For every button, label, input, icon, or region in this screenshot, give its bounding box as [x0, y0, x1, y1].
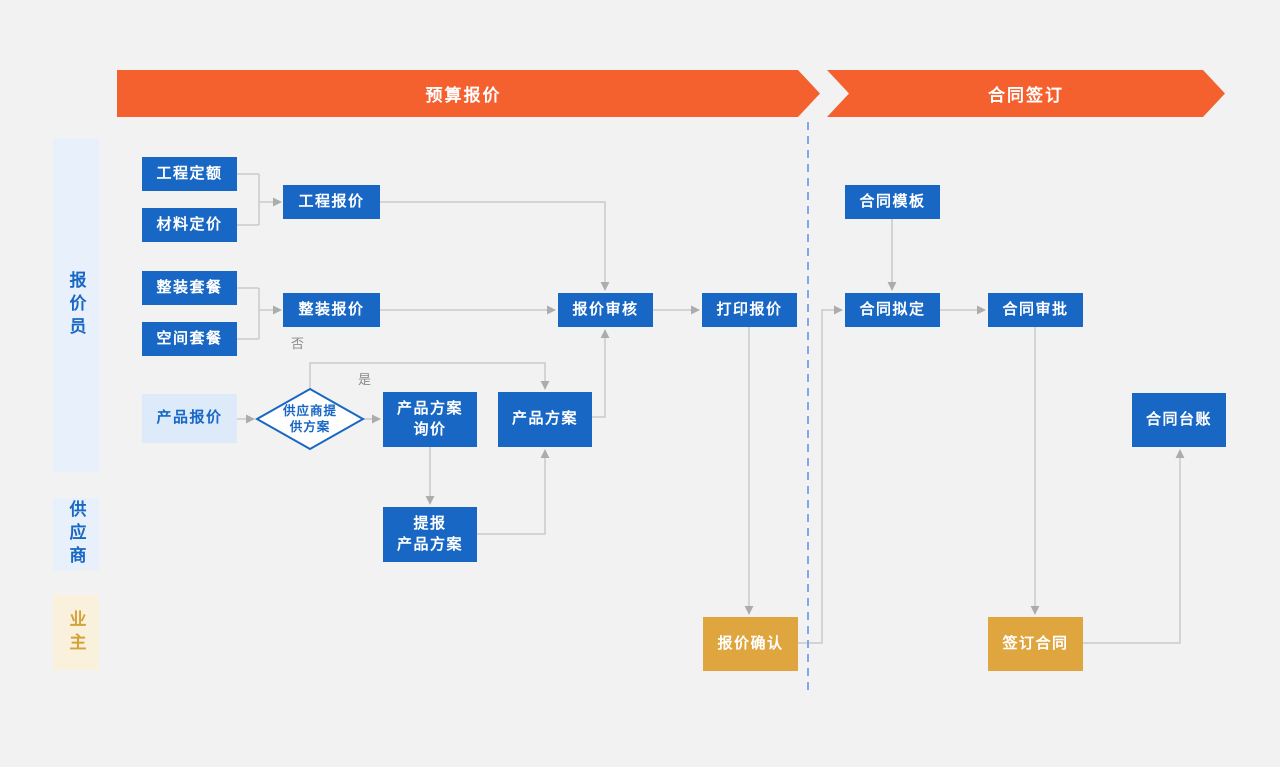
node-label: 报价审核: [572, 300, 639, 318]
node-project-quota[interactable]: 工程定额: [142, 157, 237, 191]
node-product-plan-inquiry[interactable]: 产品方案 询价: [383, 392, 477, 447]
edge-label-no: 否: [291, 336, 305, 351]
node-label: 合同审批: [1002, 300, 1069, 318]
node-label: 材料定价: [156, 215, 223, 233]
node-label: 整装套餐: [156, 278, 223, 296]
node-package-quote[interactable]: 整装报价: [283, 293, 380, 327]
node-label-line2: 产品方案: [396, 535, 463, 553]
node-label-line2: 询价: [413, 420, 447, 438]
phase-banner-label: 合同签订: [988, 86, 1064, 105]
node-contract-ledger[interactable]: 合同台账: [1132, 393, 1226, 447]
node-label: 签订合同: [1002, 634, 1069, 652]
node-project-quote[interactable]: 工程报价: [283, 185, 380, 219]
node-label: 合同台账: [1145, 410, 1212, 428]
node-contract-template[interactable]: 合同模板: [845, 185, 940, 219]
node-label: 工程定额: [156, 164, 223, 182]
node-product-plan[interactable]: 产品方案: [498, 392, 592, 447]
phase-banner-contract-signing: 合同签订: [827, 70, 1225, 117]
lane-label: 业主: [66, 609, 86, 656]
node-contract-draft[interactable]: 合同拟定: [845, 293, 940, 327]
edge-label-yes: 是: [358, 372, 372, 387]
node-quote-confirm[interactable]: 报价确认: [703, 617, 798, 671]
phase-banner-budget-quote: 预算报价: [117, 70, 820, 117]
lane-quoter: 报价员: [53, 138, 99, 472]
node-submit-product-plan[interactable]: 提报 产品方案: [383, 507, 477, 562]
node-label: 合同拟定: [859, 300, 926, 318]
node-label: 产品报价: [156, 409, 223, 427]
node-label: 合同模板: [859, 192, 926, 210]
node-sign-contract[interactable]: 签订合同: [988, 617, 1083, 671]
node-label: 整装报价: [298, 300, 365, 318]
node-quote-review[interactable]: 报价审核: [558, 293, 653, 327]
node-print-quote[interactable]: 打印报价: [702, 293, 797, 327]
node-label: 报价确认: [717, 634, 784, 652]
node-label-line1: 提报: [413, 515, 447, 533]
node-label-line1: 产品方案: [396, 400, 463, 418]
node-label: 打印报价: [716, 300, 783, 318]
node-full-package[interactable]: 整装套餐: [142, 271, 237, 305]
lane-owner: 业主: [53, 595, 99, 670]
node-space-package[interactable]: 空间套餐: [142, 322, 237, 356]
node-material-pricing[interactable]: 材料定价: [142, 208, 237, 242]
decision-supplier-provides-plan[interactable]: 供应商提 供方案: [257, 389, 363, 449]
decision-label-line1: 供应商提: [282, 403, 337, 418]
decision-diamond-shape[interactable]: [254, 387, 366, 451]
node-label: 产品方案: [511, 410, 578, 428]
node-contract-approval[interactable]: 合同审批: [988, 293, 1083, 327]
node-product-quote[interactable]: 产品报价: [142, 394, 237, 443]
phase-banner-label: 预算报价: [425, 86, 502, 105]
lane-supplier: 供应商: [53, 498, 99, 570]
node-label: 空间套餐: [156, 329, 223, 347]
node-label: 工程报价: [298, 192, 365, 210]
lane-label: 供应商: [66, 499, 86, 569]
lane-label: 报价员: [66, 270, 86, 340]
decision-label-line2: 供方案: [289, 420, 331, 434]
